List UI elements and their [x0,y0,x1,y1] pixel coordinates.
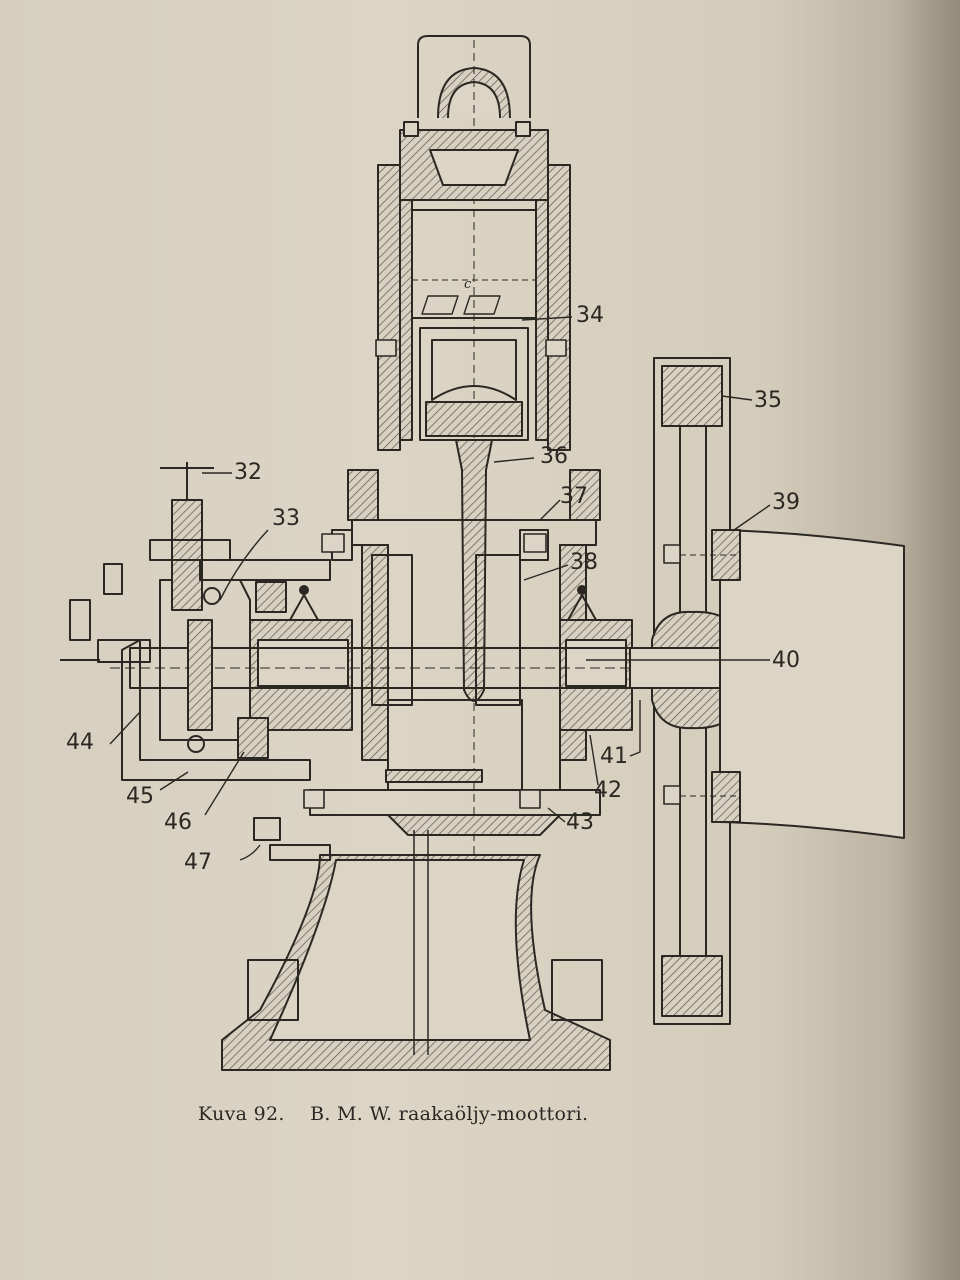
inner-mark-c: c [464,277,472,292]
callout-47: 47 [184,850,212,875]
callout-39: 39 [772,490,800,515]
callout-43: 43 [566,810,594,835]
caption-text: B. M. W. raakaöljy-moottori. [310,1103,589,1125]
cylinder-jacket [377,164,571,451]
figure-caption: Kuva 92. B. M. W. raakaöljy-moottori. [198,1103,758,1125]
callout-38: 38 [570,550,598,575]
cylinder-head [399,121,549,201]
callout-35: 35 [754,388,782,413]
callout-46: 46 [164,810,192,835]
callout-42: 42 [594,778,622,803]
callout-leaders [109,316,771,861]
fuel-pump [149,462,331,611]
callout-34: 34 [576,303,604,328]
callout-45: 45 [126,784,154,809]
bolts [303,339,681,809]
piston [419,295,529,441]
callout-44: 44 [66,730,94,755]
engine-base [221,789,611,1071]
belt-pulley [670,529,905,839]
callout-32: 32 [234,460,262,485]
connecting-rod [455,439,493,702]
callout-36: 36 [540,444,568,469]
callout-33: 33 [272,506,300,531]
oil-cups [60,563,123,661]
main-bearings [249,585,633,731]
caption-number: Kuva 92. [198,1103,285,1125]
callout-41: 41 [600,744,628,769]
cylinder-head-cover [417,35,531,1050]
governor-housing [97,579,311,781]
callout-37: 37 [560,484,588,509]
callout-40: 40 [772,648,800,673]
